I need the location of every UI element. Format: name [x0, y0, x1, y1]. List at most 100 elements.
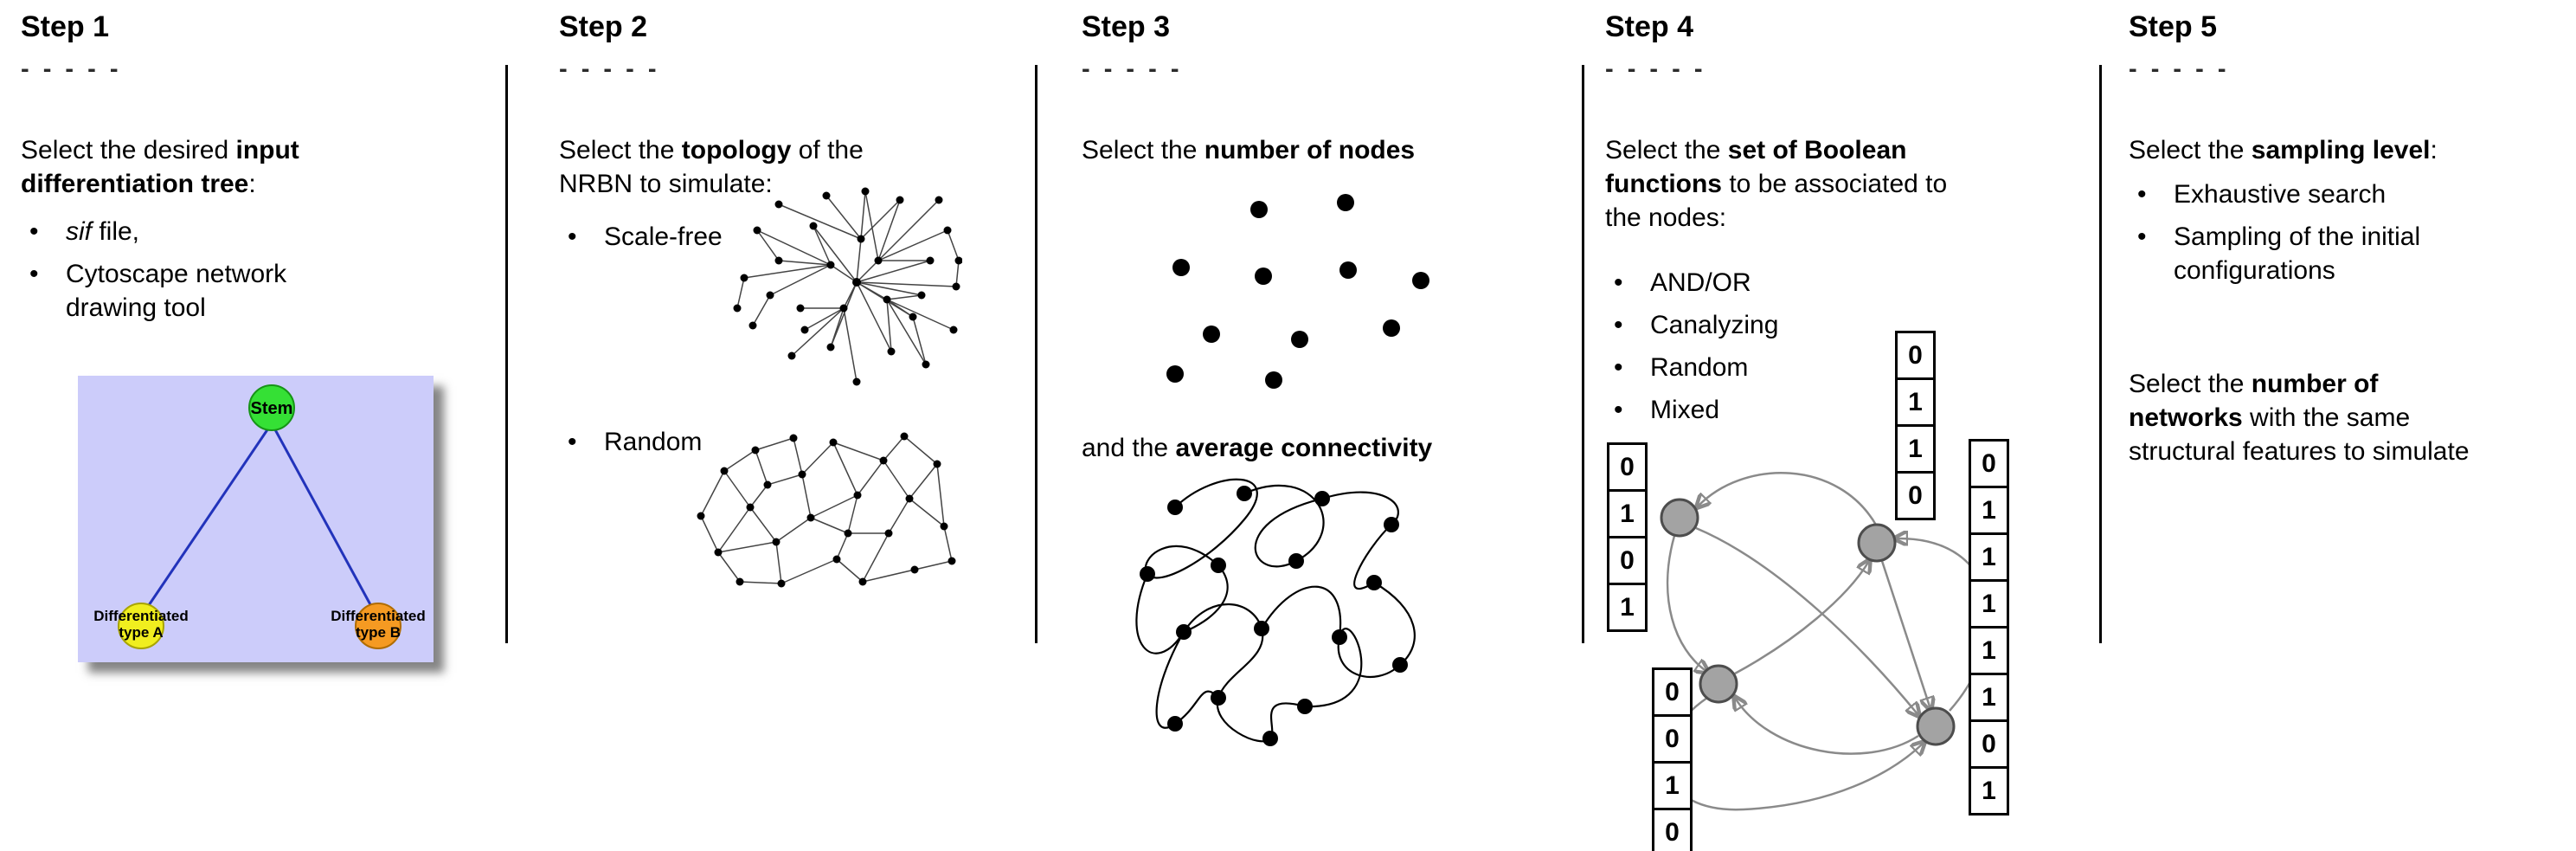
- step4-bullet-list: • AND/OR • Canalyzing • Random • Mixed: [1605, 266, 2079, 427]
- bullet-icon: •: [2137, 222, 2147, 251]
- truth-table-bottom-left: 0 0 1 0: [1652, 667, 1693, 851]
- differentiation-tree-figure: Stem Differentiated type A Differentiate…: [78, 376, 434, 662]
- text-segment: NRBN to simulate:: [559, 170, 773, 198]
- bullet-icon: •: [2137, 180, 2147, 209]
- text-segment-bold: input: [235, 136, 299, 164]
- text-segment: file,: [92, 217, 140, 246]
- step2-intro: Select the topology of the NRBN to simul…: [559, 133, 1009, 201]
- truth-table-top: 0 1 1 0: [1895, 331, 1936, 520]
- text-segment-bold: average connectivity: [1175, 434, 1433, 462]
- list-item-label: Cytoscape network drawing tool: [66, 260, 287, 322]
- tree-node-stem: Stem: [248, 384, 295, 431]
- truth-table-cell: 1: [1969, 532, 2009, 582]
- list-item-label: Scale-free: [604, 222, 723, 251]
- step5-intro: Select the sampling level:: [2129, 133, 2572, 167]
- scale-free-network-figure: [733, 187, 962, 386]
- tree-node-type-a: Differentiated type A: [93, 603, 189, 649]
- text-segment: of the: [791, 136, 864, 164]
- step4-column: Step 4 - - - - - Select the set of Boole…: [1605, 10, 2079, 427]
- column-divider: [505, 65, 508, 643]
- bullet-icon: •: [1614, 311, 1623, 339]
- bullet-icon: •: [568, 222, 577, 251]
- step4-title: Step 4: [1605, 10, 1694, 43]
- step2-bullet-list: • Scale-free • Random: [559, 220, 1009, 459]
- step2-title: Step 2: [559, 10, 648, 43]
- text-segment: Select the: [2129, 136, 2252, 164]
- step5-networks-text: Select the number of networks with the s…: [2129, 367, 2572, 468]
- column-divider: [2099, 65, 2102, 643]
- scatter-dots: [1166, 194, 1429, 389]
- bullet-icon: •: [29, 260, 39, 288]
- truth-table-cell: 1: [1969, 579, 2009, 629]
- tangle-dots: [1140, 486, 1408, 746]
- truth-table-cell: 1: [1607, 583, 1648, 632]
- truth-table-cell: 0: [1895, 331, 1936, 380]
- step3-title: Step 3: [1082, 10, 1171, 43]
- list-item-label: Exhaustive search: [2174, 180, 2386, 209]
- text-segment: to be associated to: [1722, 170, 1948, 198]
- truth-table-right: 0 1 1 1 1 1 0 1: [1969, 439, 2009, 816]
- connectivity-tangle-figure: [1135, 478, 1416, 746]
- truth-table-cell: 0: [1607, 442, 1648, 492]
- step3-line2: and the average connectivity: [1082, 431, 1566, 465]
- list-item-label: sif file,: [66, 215, 139, 248]
- text-segment: with the same: [2242, 403, 2411, 432]
- type-b-label-line1: Differentiated: [331, 608, 426, 624]
- list-item: • sif file,: [21, 215, 505, 248]
- step5-title: Step 5: [2129, 10, 2218, 43]
- text-segment: Select the desired: [21, 136, 236, 164]
- text-segment: Select the: [2129, 370, 2252, 398]
- text-segment: :: [2430, 136, 2438, 164]
- network-nodes: [697, 432, 956, 588]
- step2-column: Step 2 - - - - - Select the topology of …: [559, 10, 1009, 459]
- network-nodes: [733, 187, 962, 386]
- step1-dashes: - - - - -: [21, 55, 122, 83]
- list-item: • AND/OR: [1605, 266, 2079, 300]
- stem-label: Stem: [251, 399, 293, 418]
- list-item-label: Canalyzing: [1650, 311, 1779, 339]
- bullet-icon: •: [1614, 268, 1623, 297]
- truth-table-cell: 0: [1895, 471, 1936, 520]
- network-gene-nodes: [1660, 498, 1956, 746]
- text-segment-bold: sampling level: [2251, 136, 2431, 164]
- truth-table-cell: 1: [1969, 626, 2009, 675]
- bullet-icon: •: [29, 217, 39, 246]
- network-arrows: [1664, 472, 1990, 811]
- bullet-icon: •: [1614, 353, 1623, 382]
- step1-intro: Select the desired input differentiation…: [21, 133, 505, 201]
- text-segment-italic: sif: [66, 217, 92, 246]
- step3-line1: Select the number of nodes: [1082, 133, 1566, 167]
- list-item: • Canalyzing: [1605, 308, 2079, 342]
- truth-table-cell: 1: [1895, 377, 1936, 427]
- step3-dashes: - - - - -: [1082, 55, 1183, 83]
- random-network-figure: [697, 432, 956, 588]
- step1-title: Step 1: [21, 10, 110, 43]
- list-item: • Mixed: [1605, 393, 2079, 427]
- truth-table-cell: 1: [1969, 673, 2009, 722]
- list-item: • Random: [559, 425, 1009, 459]
- text-segment-bold: networks: [2129, 403, 2243, 432]
- list-item: • Scale-free: [559, 220, 1009, 254]
- step5-column: Step 5 - - - - - Select the sampling lev…: [2129, 10, 2572, 468]
- truth-table-cell: 1: [1652, 761, 1693, 810]
- tree-edges: [145, 422, 374, 609]
- bullet-icon: •: [568, 428, 577, 456]
- boolean-network-figure: 0 1 0 1 0 1 1 0 0 0 1 0 0 1 1 1 1 1 0 1: [1605, 312, 2079, 851]
- truth-table-cell: 1: [1969, 486, 2009, 535]
- nodes-scatter-figure: [1166, 194, 1429, 389]
- text-segment: Select the: [1605, 136, 1728, 164]
- truth-table-cell: 0: [1969, 719, 2009, 769]
- step4-intro: Select the set of Boolean functions to b…: [1605, 133, 2079, 235]
- truth-table-cell: 1: [1969, 766, 2009, 816]
- text-segment: :: [248, 170, 256, 198]
- differentiation-tree-svg: Stem Differentiated type A Differentiate…: [78, 376, 434, 662]
- text-segment-bold: number of: [2251, 370, 2379, 398]
- bullet-icon: •: [1614, 396, 1623, 424]
- step3-column: Step 3 - - - - - Select the number of no…: [1082, 10, 1566, 167]
- step5-dashes: - - - - -: [2129, 55, 2230, 83]
- step1-bullet-list: • sif file, • Cytoscape network drawing …: [21, 215, 505, 325]
- text-segment: Select the: [1082, 136, 1204, 164]
- network-edges: [736, 190, 960, 383]
- text-segment-bold: differentiation tree: [21, 170, 249, 198]
